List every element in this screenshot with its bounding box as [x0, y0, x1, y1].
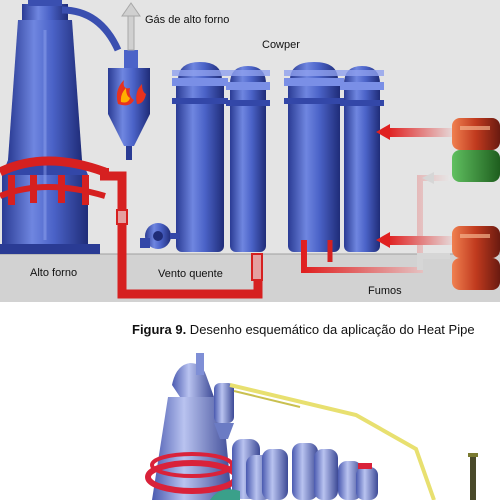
blast-furnace-diagram: Gás de alto forno Cowper: [0, 0, 500, 302]
caption-text: Desenho esquemático da aplicação do Heat…: [186, 322, 475, 337]
figure-caption: Figura 9. Desenho esquemático da aplicaç…: [0, 322, 500, 342]
furnace-3d: [145, 353, 239, 500]
heat-pipe-3d-diagram: [0, 345, 500, 500]
yellow-pipe: [229, 383, 436, 500]
gas-arrow-up: [121, 2, 141, 51]
dust-catcher: [108, 50, 150, 160]
label-gas: Gás de alto forno: [145, 14, 229, 26]
dust-catcher-3d: [214, 383, 234, 439]
heat-pipe-unit-upper: [452, 118, 500, 182]
label-cowper: Cowper: [262, 39, 300, 51]
label-vento-quente: Vento quente: [158, 268, 223, 280]
blower: [140, 223, 180, 249]
label-alto-forno: Alto forno: [30, 267, 77, 279]
gas-offtake-pipe: [61, 6, 122, 52]
heat-pipe-unit-lower: [452, 226, 500, 290]
air-arrow-upper: [376, 124, 458, 140]
stoves-3d: [232, 439, 378, 500]
pole: [470, 455, 476, 500]
label-fumos: Fumos: [368, 285, 402, 297]
blast-furnace: [0, 0, 263, 299]
caption-label: Figura 9.: [132, 322, 187, 337]
cowper-stove-group-1: [172, 62, 270, 252]
teal-element: [210, 489, 240, 500]
cowper-stove-group-2: [284, 62, 384, 252]
air-arrow-lower: [376, 232, 458, 248]
